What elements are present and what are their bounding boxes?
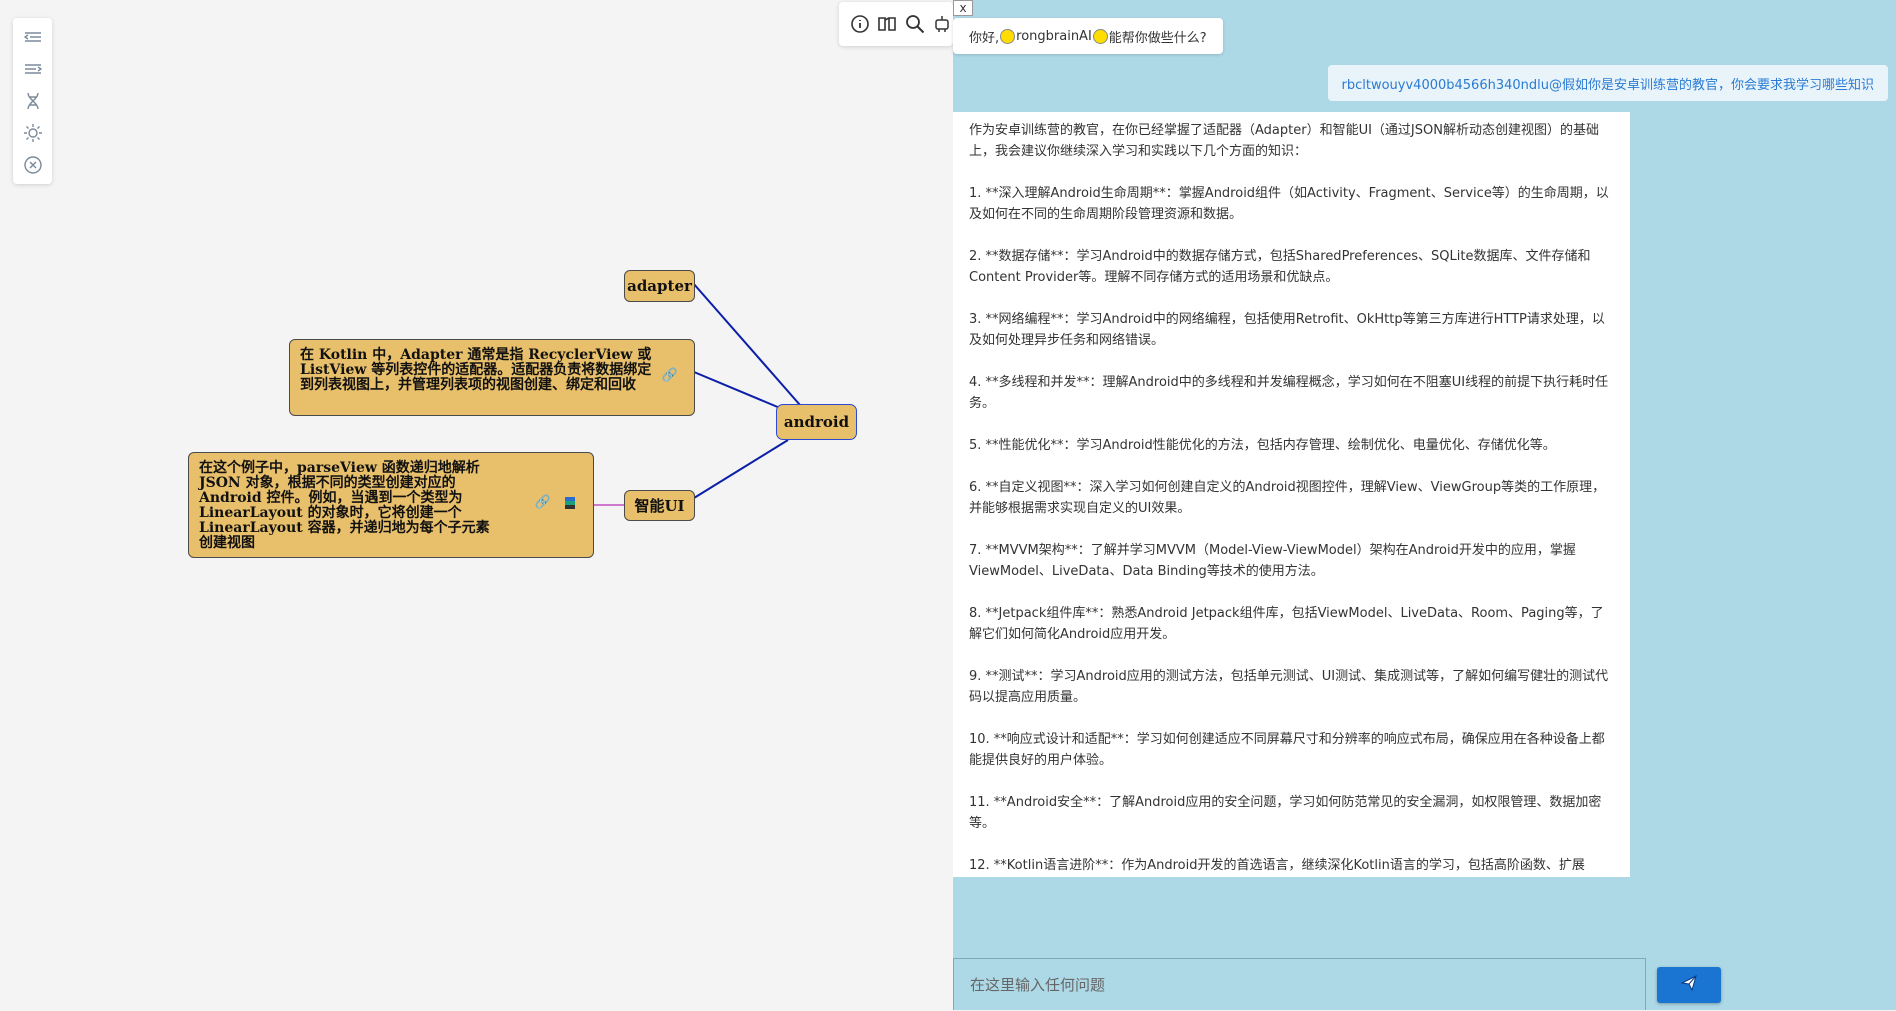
edge-adapter (692, 282, 801, 406)
send-plane-icon (1680, 975, 1697, 995)
answer-item: 9. **测试**：学习Android应用的测试方法，包括单元测试、UI测试、集… (969, 669, 1609, 705)
answer-item: 11. **Android安全**：了解Android应用的安全问题，学习如何防… (969, 795, 1602, 831)
info-icon[interactable] (849, 12, 871, 36)
answer-item: 7. **MVVM架构**：了解并学习MVVM（Model-View-ViewM… (969, 543, 1576, 579)
answer-item: 1. **深入理解Android生命周期**：掌握Android组件（如Acti… (969, 186, 1609, 222)
mindmap-canvas[interactable]: adapter 在 Kotlin 中，Adapter 通常是指 Recycler… (0, 0, 953, 1010)
node-root-label: android (783, 413, 850, 431)
node-adapter-desc[interactable]: 在 Kotlin 中，Adapter 通常是指 RecyclerView 或 L… (289, 339, 695, 416)
close-chat-button[interactable]: x (953, 0, 973, 16)
answer-item: 2. **数据存储**：学习Android中的数据存储方式，包括SharedPr… (969, 249, 1591, 285)
greeting-prefix: 你好, (969, 30, 1000, 46)
node-adapter[interactable]: adapter (624, 270, 695, 302)
chat-panel: x 你好, rongbrainAI 能帮你做些什么? rbcltwouyv400… (953, 0, 1896, 1011)
answer-item: 8. **Jetpack组件库**：熟悉Android Jetpack组件库，包… (969, 606, 1604, 642)
node-root-android[interactable]: android (776, 404, 857, 440)
top-toolbar (839, 2, 953, 46)
greeting-suffix: 能帮你做些什么? (1108, 30, 1207, 46)
greeting-bubble: 你好, rongbrainAI 能帮你做些什么? (953, 18, 1223, 54)
media-icon[interactable] (565, 497, 575, 509)
node-adapter-label: adapter (627, 277, 692, 295)
expand-right-icon[interactable] (22, 58, 44, 80)
robot-icon[interactable] (932, 12, 954, 36)
link-icon[interactable]: 🔗 (661, 368, 678, 383)
answer-item: 3. **网络编程**：学习Android中的网络编程，包括使用Retrofit… (969, 312, 1605, 348)
node-smart-ui-desc-text: 在这个例子中，parseView 函数递归地解析 JSON 对象，根据不同的类型… (199, 460, 490, 551)
yellow-dot-icon (1000, 28, 1016, 44)
send-button[interactable] (1657, 967, 1721, 1003)
answer-item: 12. **Kotlin语言进阶**：作为Android开发的首选语言，继续深化… (969, 858, 1585, 873)
edge-adapter-desc (693, 371, 781, 409)
link-icon[interactable]: 🔗 (534, 495, 551, 510)
answer-item: 10. **响应式设计和适配**：学习如何创建适应不同屏幕尺寸和分辨率的响应式布… (969, 732, 1605, 768)
node-adapter-desc-text: 在 Kotlin 中，Adapter 通常是指 RecyclerView 或 L… (300, 347, 652, 393)
assistant-answer: 作为安卓训练营的教官，在你已经掌握了适配器（Adapter）和智能UI（通过JS… (953, 112, 1630, 877)
node-smart-ui-desc[interactable]: 在这个例子中，parseView 函数递归地解析 JSON 对象，根据不同的类型… (188, 452, 594, 558)
edge-smart-ui (693, 439, 789, 499)
chat-input[interactable] (968, 958, 1631, 1011)
dna-icon[interactable] (22, 90, 44, 112)
theme-sun-icon[interactable] (22, 122, 44, 144)
answer-item: 4. **多线程和并发**：理解Android中的多线程和并发编程概念，学习如何… (969, 375, 1609, 411)
answer-item: 5. **性能优化**：学习Android性能优化的方法，包括内存管理、绘制优化… (969, 438, 1556, 453)
user-message-text: rbcltwouyv4000b4566h340ndlu@假如你是安卓训练营的教官… (1341, 77, 1874, 93)
collapse-left-icon[interactable] (22, 26, 44, 48)
answer-intro: 作为安卓训练营的教官，在你已经掌握了适配器（Adapter）和智能UI（通过JS… (969, 123, 1599, 159)
search-icon[interactable] (904, 12, 926, 36)
answer-item: 6. **自定义视图**：深入学习如何创建自定义的Android视图控件，理解V… (969, 480, 1606, 516)
node-smart-ui[interactable]: 智能UI (624, 490, 695, 521)
close-circle-icon[interactable] (22, 154, 44, 176)
greeting-name: rongbrainAI (1016, 28, 1092, 44)
left-toolbar (13, 18, 52, 184)
chat-input-container (953, 958, 1646, 1011)
yellow-dot-icon (1092, 28, 1108, 44)
book-icon[interactable] (877, 12, 899, 36)
node-smart-ui-label: 智能UI (634, 497, 685, 515)
user-message-bubble: rbcltwouyv4000b4566h340ndlu@假如你是安卓训练营的教官… (1327, 65, 1888, 101)
